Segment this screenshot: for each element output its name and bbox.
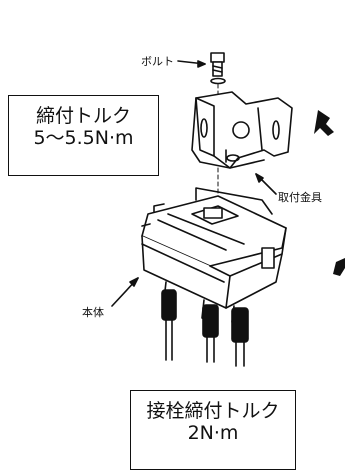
bolt-leader-line (177, 60, 206, 68)
direction-arrow-icon (314, 110, 334, 136)
connector-torque-value: 2N·m (187, 421, 239, 444)
bracket-leader-line (255, 173, 277, 195)
main-body-icon (141, 187, 287, 309)
bolt-label: ボルト (141, 55, 174, 68)
bracket-label: 取付金具 (278, 191, 322, 204)
mounting-torque-title: 締付トルク (35, 105, 131, 127)
body-label: 本体 (82, 306, 104, 319)
bolt-icon (210, 52, 226, 85)
connector-cables-icon (161, 281, 249, 367)
mounting-torque-value: 5〜5.5N·m (33, 126, 134, 149)
bracket-icon (191, 91, 293, 169)
body-leader-line (111, 277, 139, 307)
connector-torque-box: 接栓締付トルク 2N·m (130, 390, 296, 470)
direction-arrow-icon-2 (333, 258, 345, 276)
connector-torque-title: 接栓締付トルク (146, 400, 280, 422)
mounting-torque-box: 締付トルク 5〜5.5N·m (8, 95, 159, 176)
